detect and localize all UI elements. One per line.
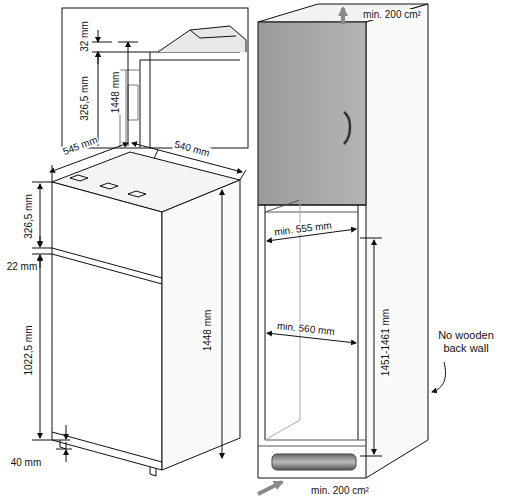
dimension-label: 1448 mm	[203, 308, 214, 352]
dimension-label: 1448 mm	[111, 70, 122, 114]
dimension-label: 40 mm	[10, 457, 43, 468]
dimension-label: min. 560 mm	[276, 319, 337, 336]
dimension-label: 545 mm	[60, 133, 100, 157]
dimension-label: 326,5 mm	[79, 75, 90, 121]
hinge-detail	[120, 26, 246, 148]
fridge-dimensions	[32, 143, 246, 462]
detail-frame	[62, 8, 248, 148]
cabinet	[258, 4, 428, 478]
dimension-label: 22 mm	[6, 261, 39, 272]
dimension-label: min. 200 cm²	[310, 485, 370, 496]
dimension-label: 326,5 mm	[23, 193, 34, 239]
detail-dimensions	[92, 30, 150, 146]
dimension-label: 1451-1461 mm	[380, 307, 391, 376]
airflow-arrows	[258, 8, 343, 494]
dimension-label: min. 200 cm²	[362, 9, 422, 20]
dimension-label: 32 mm	[79, 20, 90, 53]
fridge-body	[52, 152, 240, 476]
dimension-label: min. 555 mm	[273, 219, 334, 237]
dimension-label: No wooden back wall	[430, 329, 502, 355]
dimension-label: 1022,5 mm	[23, 324, 34, 376]
cabinet-dimensions	[267, 229, 446, 456]
